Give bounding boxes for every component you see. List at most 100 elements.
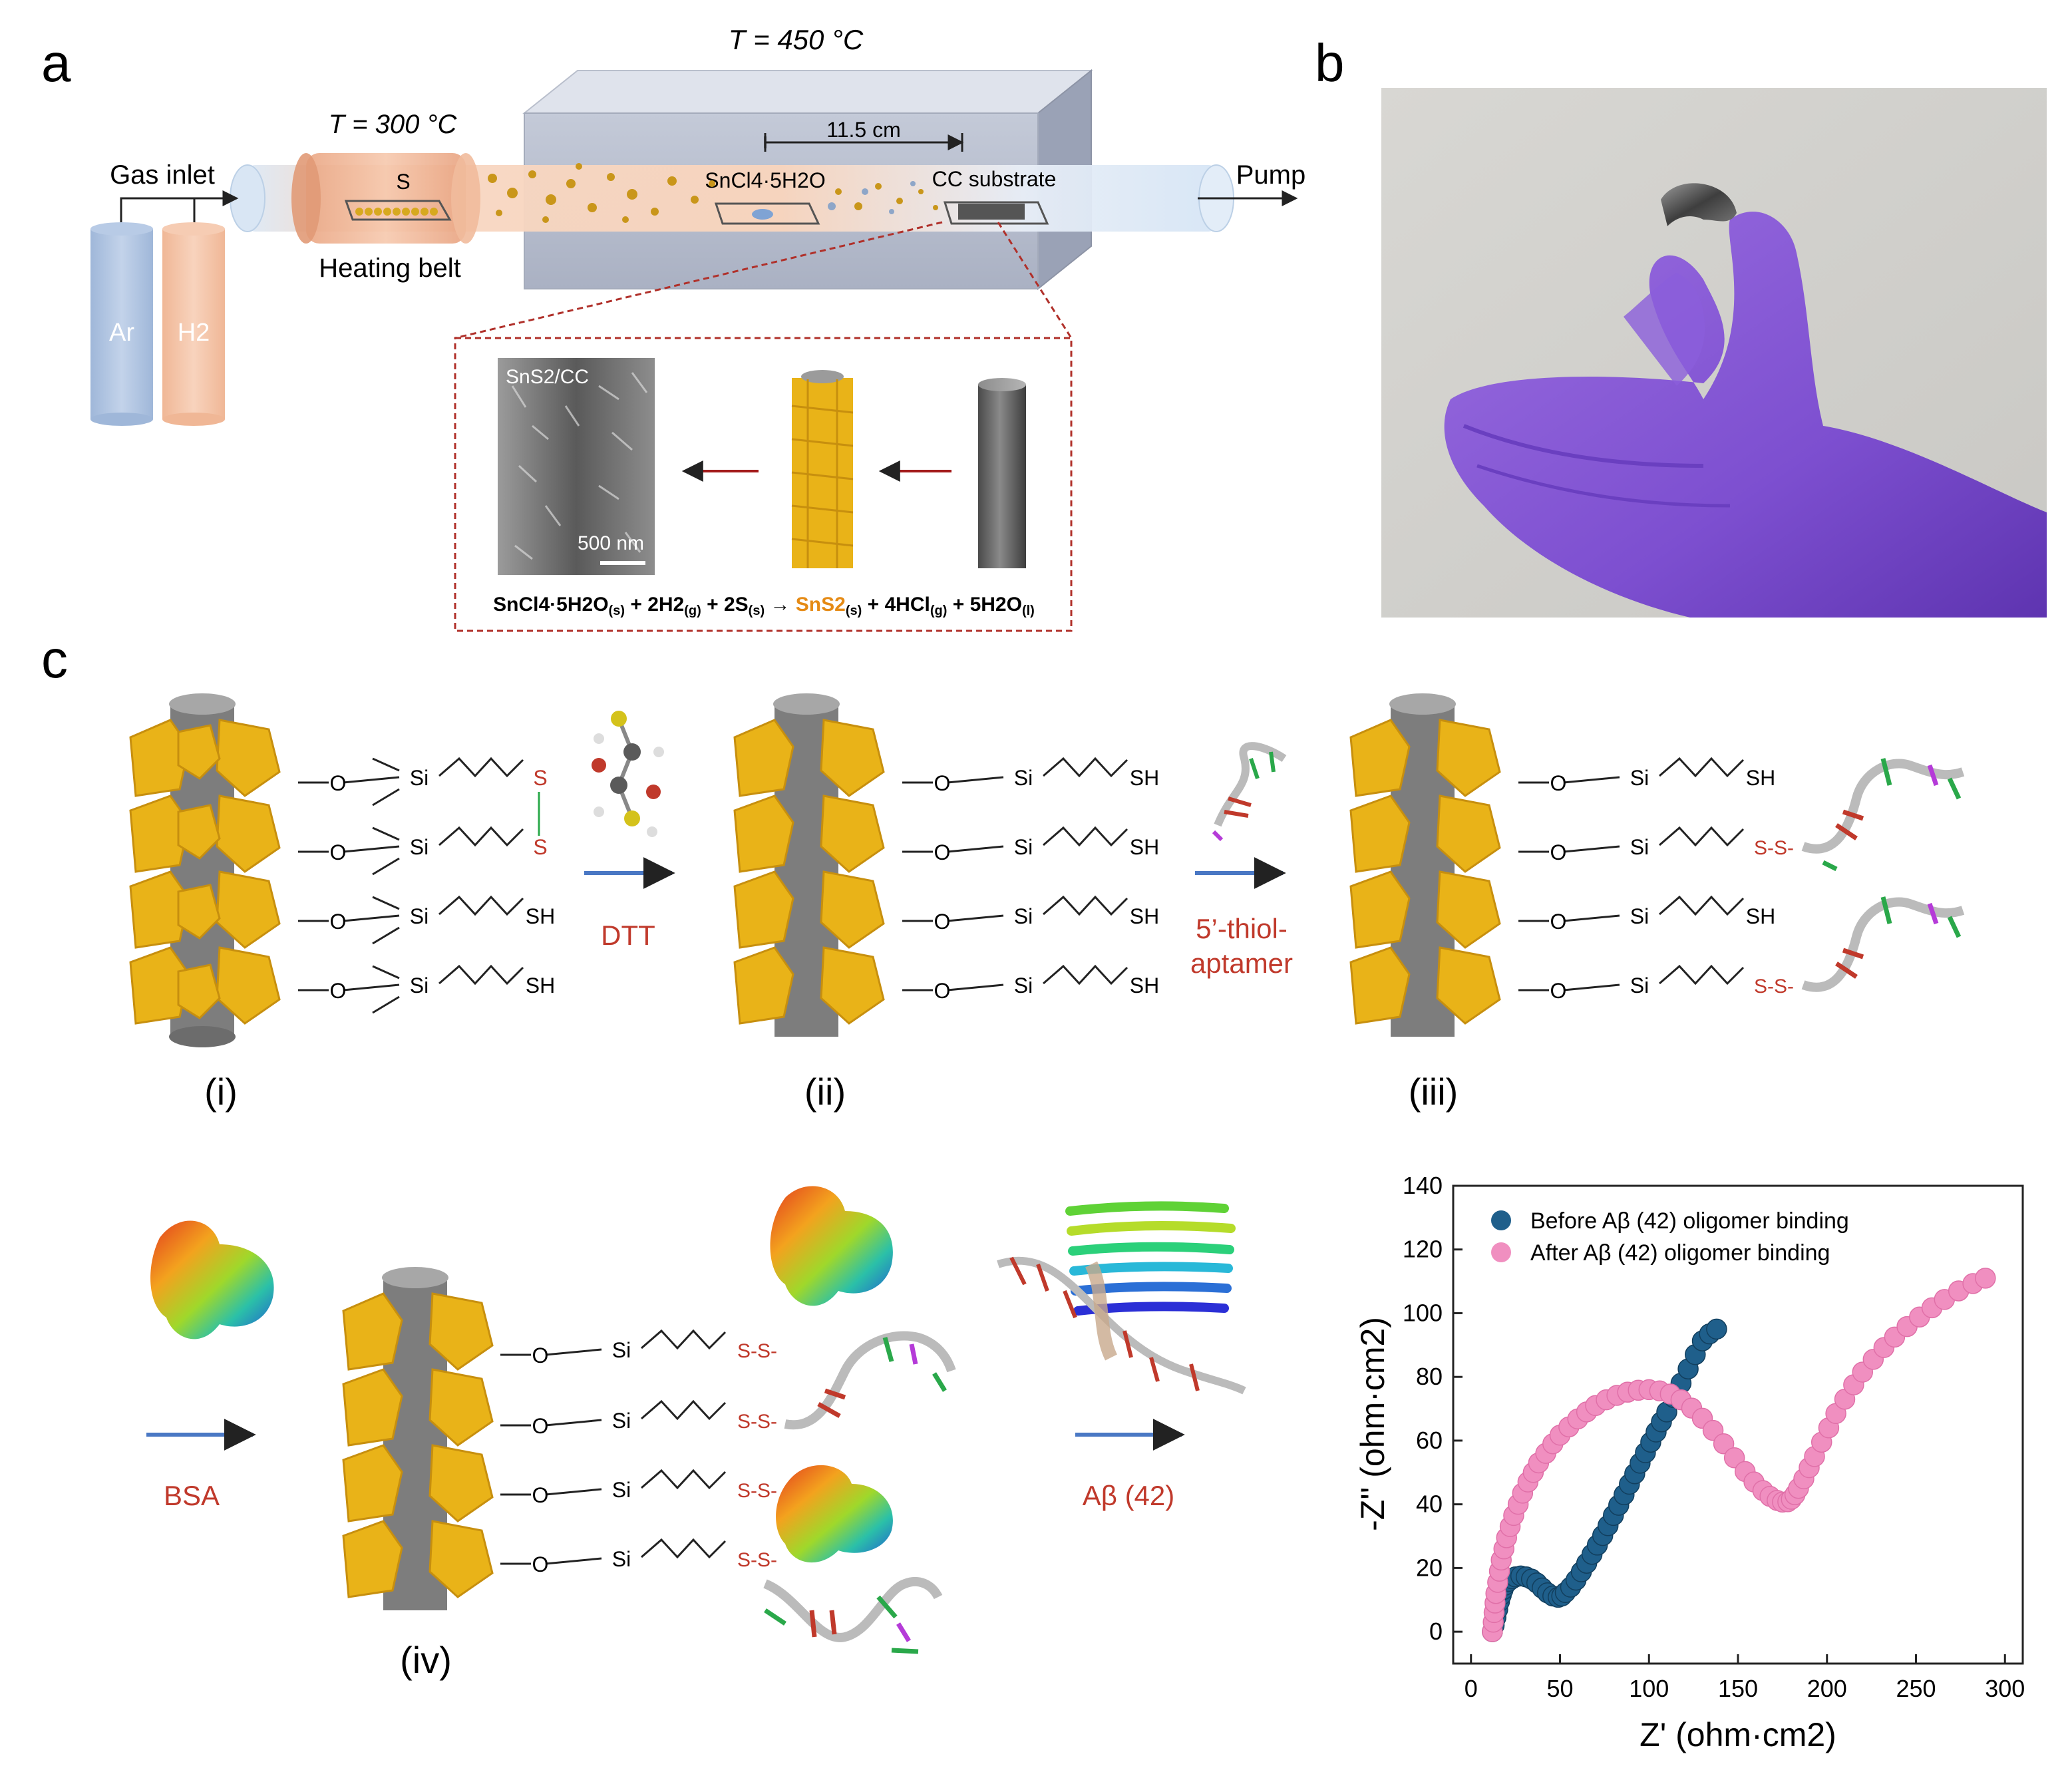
panel-b-label: b [1315, 33, 1345, 92]
legend-label-after: After Aβ (42) oligomer binding [1530, 1240, 1830, 1266]
x-axis-label: Z' (ohm·cm2) [1640, 1716, 1836, 1753]
panel-c: c O [41, 629, 2025, 1753]
photo-glove [1381, 88, 2047, 618]
bsa-bound-1 [770, 1186, 893, 1306]
y-tick-label-5: 100 [1403, 1299, 1443, 1326]
reaction-equation: SnCl4·5H2O(s) + 2H2(g) + 2S(s) → SnS2(s)… [493, 594, 1035, 618]
dtt-molecule [592, 711, 664, 837]
scale-bar-label: 500 nm [578, 532, 644, 554]
svg-text:O: O [1550, 979, 1567, 1003]
aptamer-bound-3 [784, 1331, 956, 1430]
svg-text:SH: SH [526, 904, 555, 928]
x-tick-label-2: 100 [1629, 1675, 1669, 1702]
aptamer-label-2: aptamer [1190, 948, 1293, 979]
x-tick-label-6: 300 [1985, 1675, 2025, 1702]
rod-stage-4 [342, 1267, 494, 1610]
svg-text:Si: Si [612, 1547, 631, 1571]
svg-text:S-S-: S-S- [1754, 837, 1794, 859]
svg-text:SH: SH [1746, 904, 1775, 928]
data-point-series0-46 [1706, 1318, 1727, 1340]
substrate-label: CC substrate [932, 167, 1057, 191]
rod-stage-1 [129, 693, 281, 1047]
x-tick-label-5: 250 [1896, 1675, 1936, 1702]
distance-arrow [764, 133, 964, 152]
svg-text:O: O [330, 840, 347, 864]
panel-c-label: c [41, 629, 68, 689]
svg-text:Si: Si [1014, 974, 1033, 997]
svg-text:S: S [533, 835, 547, 859]
svg-text:SH: SH [526, 974, 555, 997]
stage-label-3: (iii) [1409, 1071, 1459, 1113]
aptamer-bound-1 [1801, 758, 1965, 872]
y-tick-label-2: 40 [1416, 1491, 1443, 1518]
aptamer-label-1: 5’-thiol- [1196, 913, 1288, 944]
legend-marker-before [1491, 1210, 1511, 1230]
aptamer-small [1212, 742, 1287, 842]
svg-text:SH: SH [1746, 766, 1775, 790]
precursor-boat [714, 202, 820, 225]
svg-text:O: O [532, 1552, 549, 1576]
panel-a-label: a [41, 33, 71, 92]
atoms-stage-2: O Si SH O Si SH O Si SH O Si SH [934, 766, 1160, 1003]
y-tick-label-1: 20 [1416, 1554, 1443, 1581]
coated-fiber [791, 370, 854, 568]
precursor-label: SnCl4·5H2O [705, 168, 825, 192]
dtt-label: DTT [601, 920, 655, 951]
abeta-label: Aβ (42) [1083, 1480, 1175, 1511]
svg-text:SH: SH [1130, 904, 1159, 928]
abeta-complex [997, 1201, 1246, 1395]
vapor-particles [488, 163, 938, 223]
y-tick-label-0: 0 [1429, 1618, 1443, 1645]
y-axis-label: -Z'' (ohm·cm2) [1354, 1317, 1391, 1531]
inset-callout [454, 221, 1073, 632]
svg-text:Si: Si [410, 766, 429, 790]
y-tick-label-7: 140 [1403, 1172, 1443, 1199]
svg-text:Si: Si [1630, 904, 1649, 928]
x-tick-label-0: 0 [1465, 1675, 1478, 1702]
svg-text:Si: Si [1630, 835, 1649, 859]
heating-belt [291, 153, 480, 244]
svg-text:Si: Si [612, 1409, 631, 1433]
svg-text:Si: Si [1014, 904, 1033, 928]
svg-text:Si: Si [410, 904, 429, 928]
atoms-stage-1: O Si S O Si S O Si SH O Si SH [330, 766, 556, 1003]
aptamer-bound-2 [1801, 896, 1965, 992]
tin-particles [828, 181, 916, 214]
y-tick-label-6: 120 [1403, 1236, 1443, 1263]
svg-text:S-S-: S-S- [737, 1549, 777, 1571]
pump-label: Pump [1236, 160, 1306, 190]
svg-text:S-S-: S-S- [737, 1340, 777, 1362]
svg-text:Si: Si [1014, 835, 1033, 859]
x-tick-label-1: 50 [1546, 1675, 1573, 1702]
bsa-protein [150, 1220, 274, 1339]
heating-belt-label: Heating belt [319, 254, 460, 283]
svg-text:O: O [330, 910, 347, 934]
svg-text:O: O [532, 1343, 549, 1367]
chains-stage-1 [298, 757, 540, 1014]
svg-text:SH: SH [1130, 835, 1159, 859]
svg-text:Si: Si [1014, 766, 1033, 790]
svg-text:O: O [330, 771, 347, 795]
legend-label-before: Before Aβ (42) oligomer binding [1530, 1208, 1849, 1234]
svg-text:Si: Si [612, 1478, 631, 1502]
hydrogen-cylinder [162, 222, 225, 426]
svg-text:S-S-: S-S- [737, 1411, 777, 1433]
argon-label: Ar [109, 319, 134, 347]
distance-label: 11.5 cm [826, 118, 900, 142]
chart-points [1482, 1268, 1996, 1642]
atoms-stage-3: O Si SH O Si S-S- O Si SH O Si S-S- [1550, 766, 1794, 1003]
svg-text:Si: Si [410, 974, 429, 997]
rod-stage-2 [733, 693, 885, 1037]
svg-text:O: O [1550, 771, 1567, 795]
stage-label-4: (iv) [400, 1639, 452, 1681]
cc-substrate-boat [943, 201, 1049, 225]
svg-text:S-S-: S-S- [737, 1480, 777, 1502]
chains-stage-4 [500, 1329, 727, 1565]
svg-text:SH: SH [1130, 974, 1159, 997]
svg-text:Si: Si [1630, 974, 1649, 997]
chains-stage-3 [1518, 757, 1745, 991]
y-tick-label-4: 80 [1416, 1363, 1443, 1390]
svg-text:Si: Si [612, 1338, 631, 1362]
